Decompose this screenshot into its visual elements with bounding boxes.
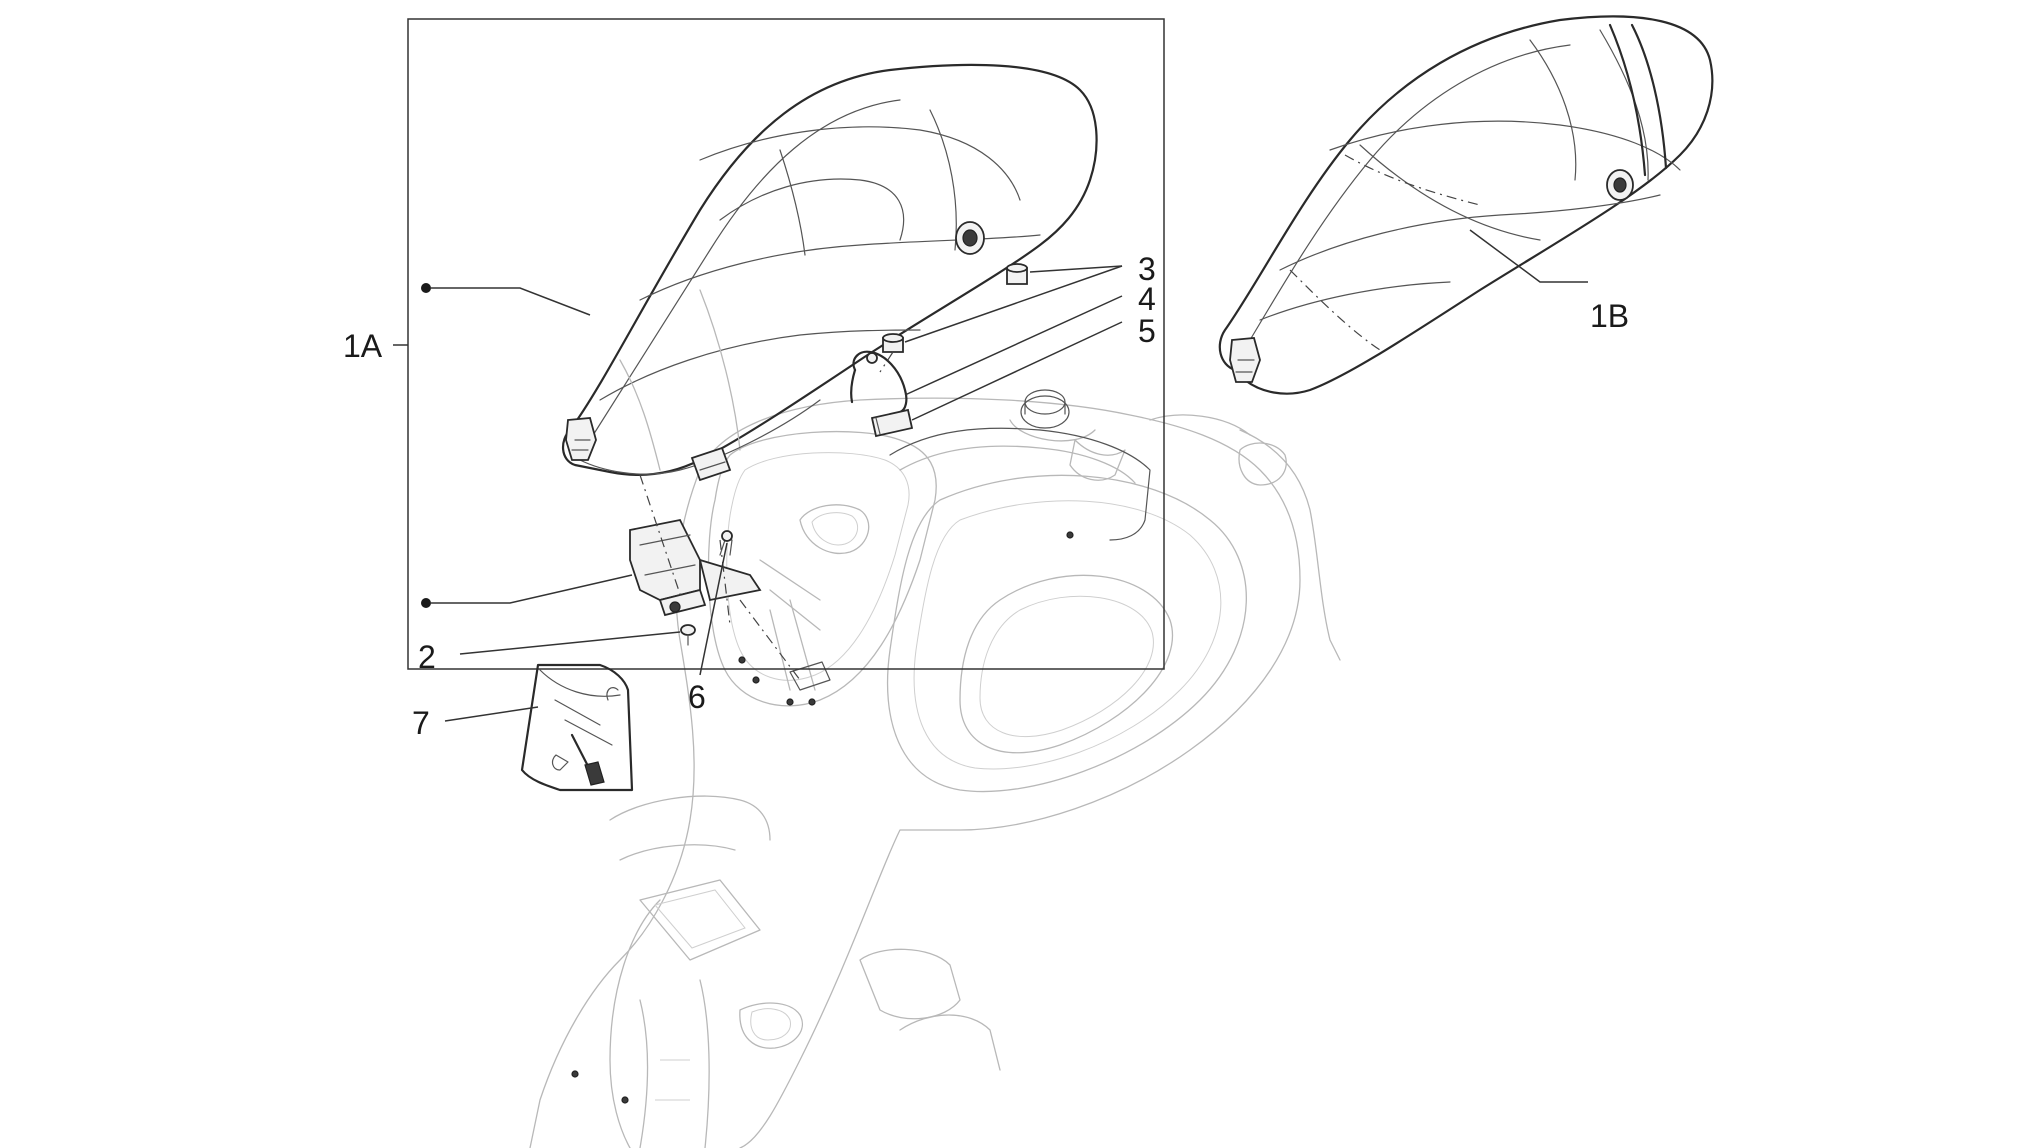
leader-lines: [421, 229, 1588, 722]
tool-kit-bag: [520, 663, 634, 792]
screw-2: [680, 624, 696, 646]
seat-1b: [1218, 15, 1714, 395]
callout-5: 5: [1138, 313, 1156, 349]
callout-4: 4: [1138, 281, 1156, 317]
callout-1b: 1B: [1590, 298, 1629, 334]
callout-6: 6: [688, 679, 706, 715]
seat-hinge: [629, 518, 762, 617]
callout-7: 7: [412, 705, 430, 741]
scooter-body: [529, 389, 1341, 1148]
group-1a-bracket: [393, 18, 1165, 670]
assembly-lines: [639, 351, 894, 681]
seat-1a: [562, 63, 1098, 482]
callout-1a: 1A: [343, 328, 383, 364]
callout-2: 2: [418, 639, 436, 675]
callout-3: 3: [1138, 251, 1156, 287]
rubber-buffers: [850, 263, 1028, 438]
